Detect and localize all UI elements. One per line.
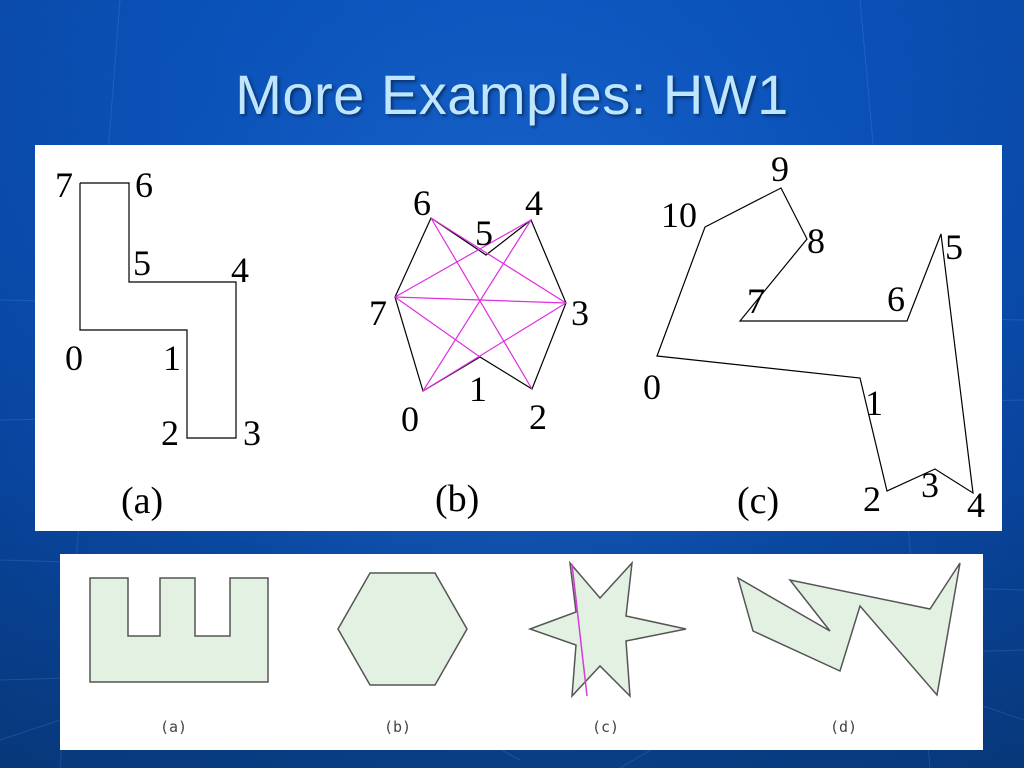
polygon-c-label-9: 9 <box>771 149 789 189</box>
polygon-b-caption: (b) <box>435 478 479 520</box>
polygon-c-label-4: 4 <box>967 485 985 525</box>
shape-c-diagonal <box>571 563 588 697</box>
polygon-a-label-6: 6 <box>135 165 153 205</box>
polygon-a-label-1: 1 <box>163 338 181 378</box>
polygon-a-label-2: 2 <box>161 413 179 453</box>
polygon-a-label-4: 4 <box>231 250 249 290</box>
polygon-c-label-6: 6 <box>887 279 905 319</box>
polygon-c-label-5: 5 <box>945 227 963 267</box>
polygon-c-label-2: 2 <box>863 479 881 519</box>
polygon-b-label-6: 6 <box>413 183 431 223</box>
polygon-c-label-3: 3 <box>921 465 939 505</box>
polygon-c-label-7: 7 <box>747 281 765 321</box>
polygon-a-outline <box>79 182 237 439</box>
polygon-c-label-8: 8 <box>807 221 825 261</box>
polygon-a-label-3: 3 <box>243 413 261 453</box>
polygon-a: 7 6 5 4 0 1 2 3 (a) <box>55 165 261 522</box>
shape-c-star <box>527 560 687 699</box>
polygon-a-label-7: 7 <box>55 165 73 205</box>
polygon-c-label-10: 10 <box>661 195 697 235</box>
shape-d-zigzag <box>736 562 961 697</box>
polygon-c-outline <box>656 187 974 495</box>
shape-b-caption: (b) <box>384 718 411 736</box>
polygon-c-label-1: 1 <box>865 383 883 423</box>
polygon-b: 6 5 4 7 3 1 0 2 (b) <box>369 183 589 520</box>
shape-d-caption: (d) <box>830 718 857 736</box>
polygon-c: 9 10 8 5 7 6 0 1 3 2 4 (c) <box>643 149 985 525</box>
shape-a-comb <box>89 577 269 683</box>
polygon-a-label-0: 0 <box>65 338 83 378</box>
polygon-c-label-0: 0 <box>643 367 661 407</box>
polygon-examples-panel: 7 6 5 4 0 1 2 3 (a) 6 5 4 7 <box>35 145 1002 531</box>
polygon-b-label-7: 7 <box>369 293 387 333</box>
polygon-b-label-4: 4 <box>525 183 543 223</box>
polygon-b-label-3: 3 <box>571 293 589 333</box>
shape-a-caption: (a) <box>160 718 187 736</box>
polygon-b-diagonals <box>394 217 567 392</box>
polygon-a-caption: (a) <box>121 480 163 522</box>
filled-shapes-panel: (a) (b) (c) (d) <box>60 554 983 750</box>
polygon-b-label-5: 5 <box>475 213 493 253</box>
polygon-c-caption: (c) <box>737 480 779 522</box>
polygon-b-label-1: 1 <box>469 369 487 409</box>
polygon-b-label-0: 0 <box>401 399 419 439</box>
shape-b-hexagon <box>337 572 468 686</box>
slide-title: More Examples: HW1 <box>235 63 789 126</box>
shape-c-caption: (c) <box>592 718 619 736</box>
polygon-b-label-2: 2 <box>529 397 547 437</box>
polygon-a-label-5: 5 <box>133 243 151 283</box>
